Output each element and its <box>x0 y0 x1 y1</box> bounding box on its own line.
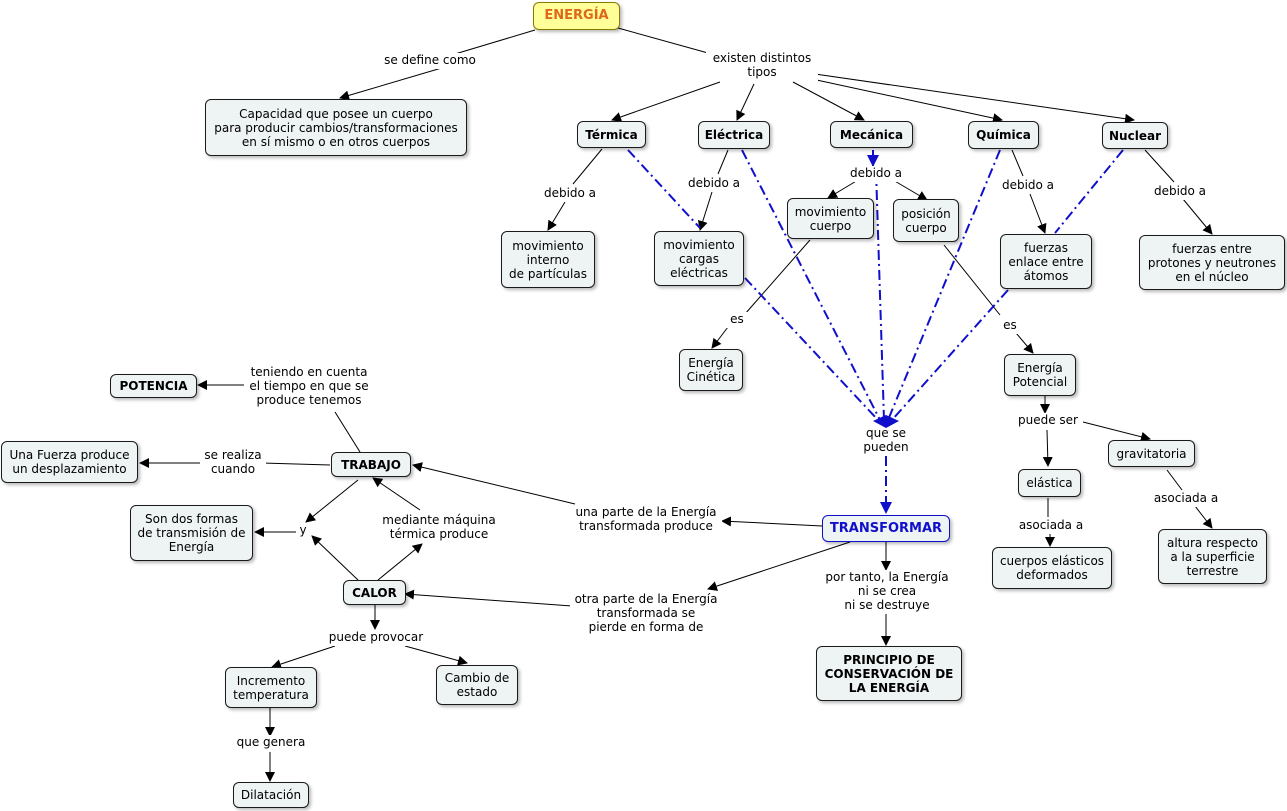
line-fuerzasenlace-pueden <box>891 289 1009 421</box>
line-poscuerpo-es <box>943 244 1001 316</box>
line-puede-incremento <box>271 645 336 669</box>
line-calor-y <box>311 535 359 581</box>
link-otra-parte: otra parte de la Energía transformada se… <box>570 592 722 636</box>
concept-energia-cinetica[interactable]: Energía Cinética <box>679 349 743 391</box>
concept-energia-potencial[interactable]: Energía Potencial <box>1004 354 1076 396</box>
concept-cuerpos-elasticos[interactable]: cuerpos elásticos deformados <box>992 547 1112 589</box>
concept-calor[interactable]: CALOR <box>343 580 406 605</box>
concept-movimiento-cargas[interactable]: movimiento cargas eléctricas <box>654 231 744 286</box>
link-debido-nuclear: debido a <box>1148 184 1212 200</box>
line-energia-existen <box>617 27 709 54</box>
line-termica-movcargas <box>627 149 701 229</box>
link-puede-provocar: puede provocar <box>325 630 427 646</box>
line-nuclear-debido <box>1144 149 1175 183</box>
concept-capacidad[interactable]: Capacidad que posee un cuerpo para produ… <box>205 99 467 156</box>
line-movcargas-pueden <box>744 277 879 421</box>
concept-dilatacion[interactable]: Dilatación <box>233 782 309 808</box>
line-debido-fuerzasprot <box>1182 198 1213 235</box>
line-debido-fuerzasenlace <box>1029 193 1047 234</box>
line-transformar-otraparte <box>707 541 851 591</box>
link-mediante-maquina: mediante máquina térmica produce <box>378 513 500 543</box>
concept-movimiento-interno[interactable]: movimiento interno de partículas <box>501 231 595 288</box>
line-trabajo-serealiza <box>261 462 331 466</box>
line-existen-quimica <box>811 78 1003 123</box>
line-energia-define <box>454 29 536 55</box>
line-existen-electrica <box>736 83 755 121</box>
line-termica-debido <box>572 148 603 185</box>
line-nuclear-fuerzasenlace <box>1054 149 1124 234</box>
link-se-realiza-cuando: se realiza cuando <box>200 448 266 478</box>
concept-fuerza-desplazamiento[interactable]: Una Fuerza produce un desplazamiento <box>1 441 138 483</box>
concept-dos-formas[interactable]: Son dos formas de transmisión de Energía <box>130 505 253 561</box>
link-puede-ser: puede ser <box>1013 413 1083 429</box>
line-transformar-unaparte <box>721 516 823 527</box>
concept-potencia[interactable]: POTENCIA <box>110 374 197 398</box>
link-una-parte: una parte de la Energía transformada pro… <box>570 505 722 535</box>
line-debido-movcuerpo <box>827 179 859 199</box>
line-es-potencial <box>1015 332 1034 354</box>
concept-energia[interactable]: ENERGÍA <box>533 2 620 30</box>
line-quimica-debido <box>1011 149 1024 177</box>
link-debido-termica: debido a <box>538 186 602 202</box>
concept-termica[interactable]: Térmica <box>577 121 646 148</box>
concept-incremento-temperatura[interactable]: Incremento temperatura <box>225 667 317 708</box>
line-es-cinetica <box>711 326 729 349</box>
concept-fuerzas-protones[interactable]: fuerzas entre protones y neutrones en el… <box>1139 235 1285 290</box>
link-se-define: se define como <box>378 53 482 69</box>
line-existen-nuclear <box>814 73 1135 124</box>
line-calor-mediante <box>377 543 423 581</box>
concept-movimiento-cuerpo[interactable]: movimiento cuerpo <box>787 198 874 239</box>
line-electrica-pueden <box>741 149 881 421</box>
line-mediante-trabajo <box>372 477 421 511</box>
concept-altura[interactable]: altura respecto a la superficie terrestr… <box>1158 529 1267 584</box>
line-puede-elastica <box>1042 429 1053 467</box>
concept-elastica[interactable]: elástica <box>1018 469 1081 497</box>
concept-trabajo[interactable]: TRABAJO <box>331 452 411 477</box>
line-grav-asociada <box>1166 469 1183 491</box>
link-que-genera: que genera <box>232 735 310 751</box>
line-trabajo-teniendo <box>334 411 361 453</box>
line-debido-movinterno <box>547 201 566 231</box>
link-es-cinetica: es <box>726 312 748 328</box>
link-asociada-gravitatoria: asociada a <box>1149 491 1223 507</box>
link-debido-electrica: debido a <box>682 176 746 192</box>
link-y: y <box>296 523 310 539</box>
link-asociada-elastica: asociada a <box>1014 518 1088 534</box>
concept-electrica[interactable]: Eléctrica <box>698 121 770 149</box>
link-debido-mecanica: debido a <box>844 166 908 182</box>
line-trabajo-y <box>305 479 359 523</box>
link-es-potencial: es <box>999 318 1021 334</box>
line-define-capacidad <box>339 66 446 101</box>
junction-marker <box>873 415 899 428</box>
line-asociada-altura <box>1194 505 1213 529</box>
line-movcuerpo-es <box>744 239 811 315</box>
link-que-se-pueden: que se pueden <box>863 426 909 454</box>
concept-transformar[interactable]: TRANSFORMAR <box>822 515 950 542</box>
concept-principio[interactable]: PRINCIPIO DE CONSERVACIÓN DE LA ENERGÍA <box>816 646 962 701</box>
link-debido-quimica: debido a <box>996 178 1060 194</box>
line-existen-mecanica <box>792 81 865 121</box>
line-puede-cambio <box>404 645 468 666</box>
concept-quimica[interactable]: Química <box>968 121 1039 149</box>
line-existen-termica <box>611 81 721 122</box>
link-existen-tipos: existen distintos tipos <box>706 51 818 81</box>
concept-posicion-cuerpo[interactable]: posición cuerpo <box>893 199 959 242</box>
link-teniendo-en-cuenta: teniendo en cuenta el tiempo en que se p… <box>244 365 374 409</box>
link-por-tanto: por tanto, la Energía ni se crea ni se d… <box>820 570 954 614</box>
line-unaparte-trabajo <box>412 462 576 505</box>
line-otraparte-calor <box>404 589 573 607</box>
concept-mecanica[interactable]: Mecánica <box>830 121 913 148</box>
line-debido-poscuerpo <box>892 179 928 201</box>
concept-cambio-estado[interactable]: Cambio de estado <box>436 665 518 705</box>
line-puede-grav <box>1082 421 1151 442</box>
line-mecanica-pueden <box>875 169 885 421</box>
line-electrica-debido <box>717 149 729 175</box>
line-debido-movcargas <box>697 191 713 231</box>
line-quimica-pueden <box>887 149 1001 421</box>
concept-nuclear[interactable]: Nuclear <box>1102 122 1168 149</box>
concept-fuerzas-enlace[interactable]: fuerzas enlace entre átomos <box>1000 234 1092 289</box>
concept-gravitatoria[interactable]: gravitatoria <box>1108 440 1195 467</box>
